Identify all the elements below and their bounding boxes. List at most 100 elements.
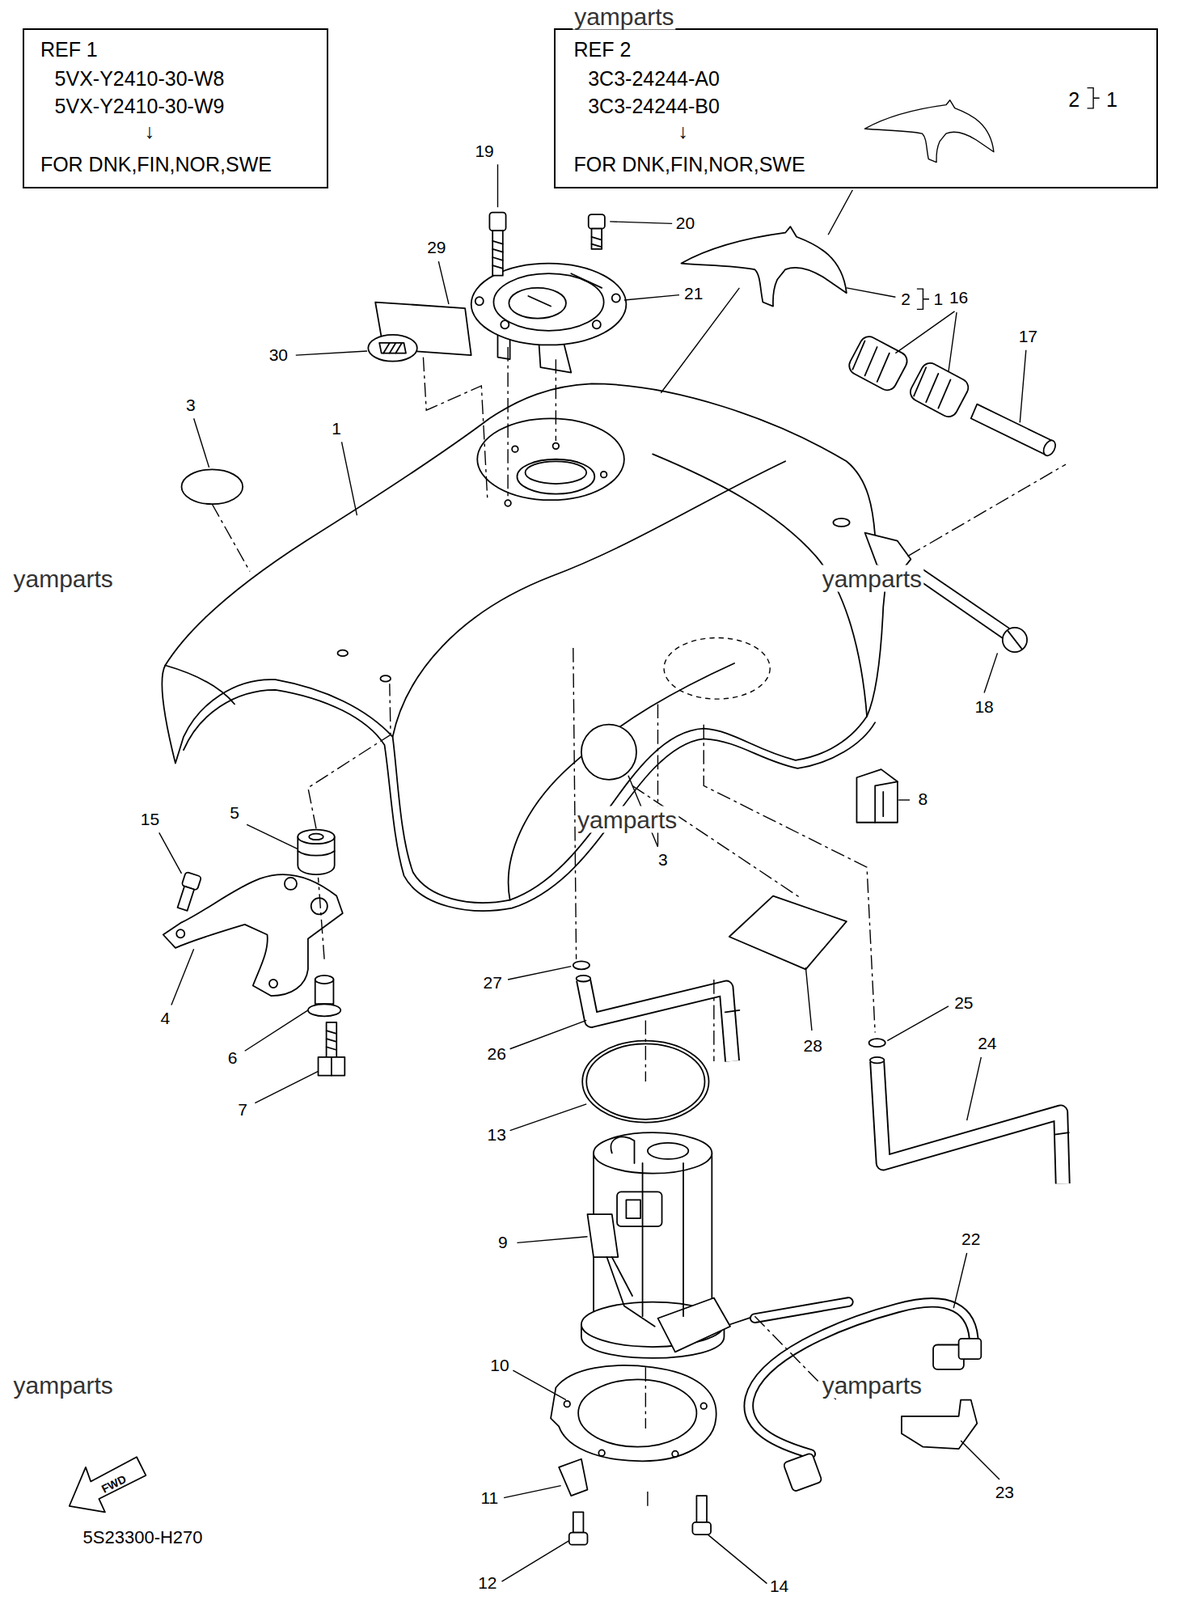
- fuel-cap: [508, 287, 567, 319]
- callout-number: 30: [267, 345, 290, 364]
- guide-line: [211, 346, 1066, 1510]
- watermark: yamparts: [12, 1370, 115, 1398]
- callout-number: 1: [331, 418, 342, 438]
- fuel-pump: [611, 1136, 635, 1163]
- leader-line: [516, 1236, 588, 1243]
- callout-number: 21: [682, 284, 705, 304]
- fuel-tank: [477, 418, 625, 500]
- retainer-plate: [578, 1378, 697, 1446]
- retainer-plate: [671, 1450, 679, 1458]
- callout-number: 10: [490, 1355, 509, 1374]
- bracket: [163, 874, 343, 996]
- cover: [865, 100, 994, 163]
- retainer-plate: [563, 1400, 571, 1408]
- callout-number: 1: [932, 289, 946, 309]
- bolt: [591, 228, 603, 250]
- reference-text: FOR DNK,FIN,NOR,SWE: [574, 152, 806, 177]
- fuel-tank: [161, 383, 911, 911]
- fuel-cap: [612, 293, 621, 302]
- fuel-pump: [658, 1297, 732, 1352]
- leader-line: [502, 1540, 570, 1581]
- callout-number: 5: [228, 803, 241, 823]
- reference-text: REF 2: [574, 38, 632, 62]
- callout-number: 15: [140, 809, 160, 829]
- fuel-cap: [528, 273, 602, 306]
- bolt: [917, 569, 1027, 652]
- direction-arrow: [69, 1456, 147, 1512]
- reference-text: 3C3-24244-A0: [587, 67, 720, 91]
- guide-line: [908, 464, 1066, 557]
- fuel-tank: [511, 445, 519, 453]
- bolt: [326, 1030, 338, 1050]
- guide-line: [422, 357, 487, 501]
- callout-number: 10: [488, 1355, 511, 1374]
- pad: [874, 781, 898, 822]
- callout-number: 3: [656, 850, 670, 870]
- reference-text: FOR DNK,FIN,NOR,SWE: [40, 152, 272, 177]
- fuel-cap: [493, 273, 604, 331]
- reference-text: ↓: [677, 119, 689, 144]
- callout-number: 8: [917, 789, 930, 808]
- leader-line: [510, 1103, 588, 1131]
- tube: [971, 404, 1053, 456]
- bolt: [318, 1022, 346, 1076]
- bolt: [917, 569, 1010, 639]
- hose: [870, 1056, 1070, 1184]
- fuel-cap: [475, 296, 484, 305]
- leader-line: [1019, 350, 1027, 423]
- callout-number: 1: [933, 289, 944, 309]
- callout-number: 18: [974, 697, 994, 716]
- callout-number: 12: [476, 1573, 499, 1593]
- leader-line: [245, 1009, 309, 1051]
- reference-box: REF 15VX-Y2410-30-W85VX-Y2410-30-W9↓FOR …: [22, 28, 329, 189]
- leader-line: [194, 418, 210, 468]
- bracket: [917, 288, 930, 309]
- retainer-plate: [700, 1402, 707, 1409]
- leader-line: [895, 311, 957, 372]
- clip: [901, 1399, 977, 1450]
- fuel-tank: [600, 471, 608, 478]
- fuel-tank: [832, 518, 850, 527]
- bolt: [489, 212, 605, 276]
- leader-line: [159, 832, 182, 873]
- retainer-plate: [550, 1364, 717, 1461]
- fuel-tank: [581, 724, 637, 780]
- pad: [856, 769, 897, 823]
- fuel-tank: [525, 460, 588, 484]
- hose: [877, 1060, 1064, 1184]
- diagram-code: 5S23300-H270: [81, 1527, 205, 1547]
- callout-number: 26: [487, 1043, 507, 1063]
- fuel-tank: [504, 499, 512, 507]
- guide-line: [555, 359, 557, 441]
- wire-harness: [782, 1452, 822, 1492]
- direction-label: FWD: [98, 1471, 131, 1496]
- watermark: yamparts: [820, 1370, 924, 1398]
- guide-line: [645, 1366, 647, 1429]
- fuel-tank: [508, 663, 735, 901]
- watermark: yamparts: [572, 3, 676, 30]
- bolt: [326, 1022, 338, 1057]
- callout-number: 12: [477, 1573, 497, 1593]
- bolt: [1002, 627, 1027, 652]
- callout-number: 6: [228, 1048, 238, 1067]
- callout-number: 25: [952, 993, 975, 1012]
- callout-number: 14: [769, 1576, 789, 1596]
- damper: [907, 359, 972, 420]
- bracket: [1086, 88, 1099, 109]
- fuel-cap: [592, 320, 601, 329]
- callout-number: 21: [684, 284, 703, 304]
- bolt: [1007, 630, 1023, 650]
- screw: [569, 1532, 588, 1545]
- fuel-pump: [606, 1256, 655, 1327]
- callout-number: 20: [676, 214, 695, 233]
- clip: [558, 1458, 588, 1496]
- bolt: [489, 212, 506, 232]
- leader-line: [254, 1070, 318, 1103]
- damper: [913, 367, 951, 408]
- fuel-pump: [647, 1142, 689, 1159]
- bracket: [269, 979, 278, 988]
- leader-line: [898, 798, 910, 800]
- label-sticker: [367, 334, 418, 362]
- watermark: yamparts: [574, 3, 674, 30]
